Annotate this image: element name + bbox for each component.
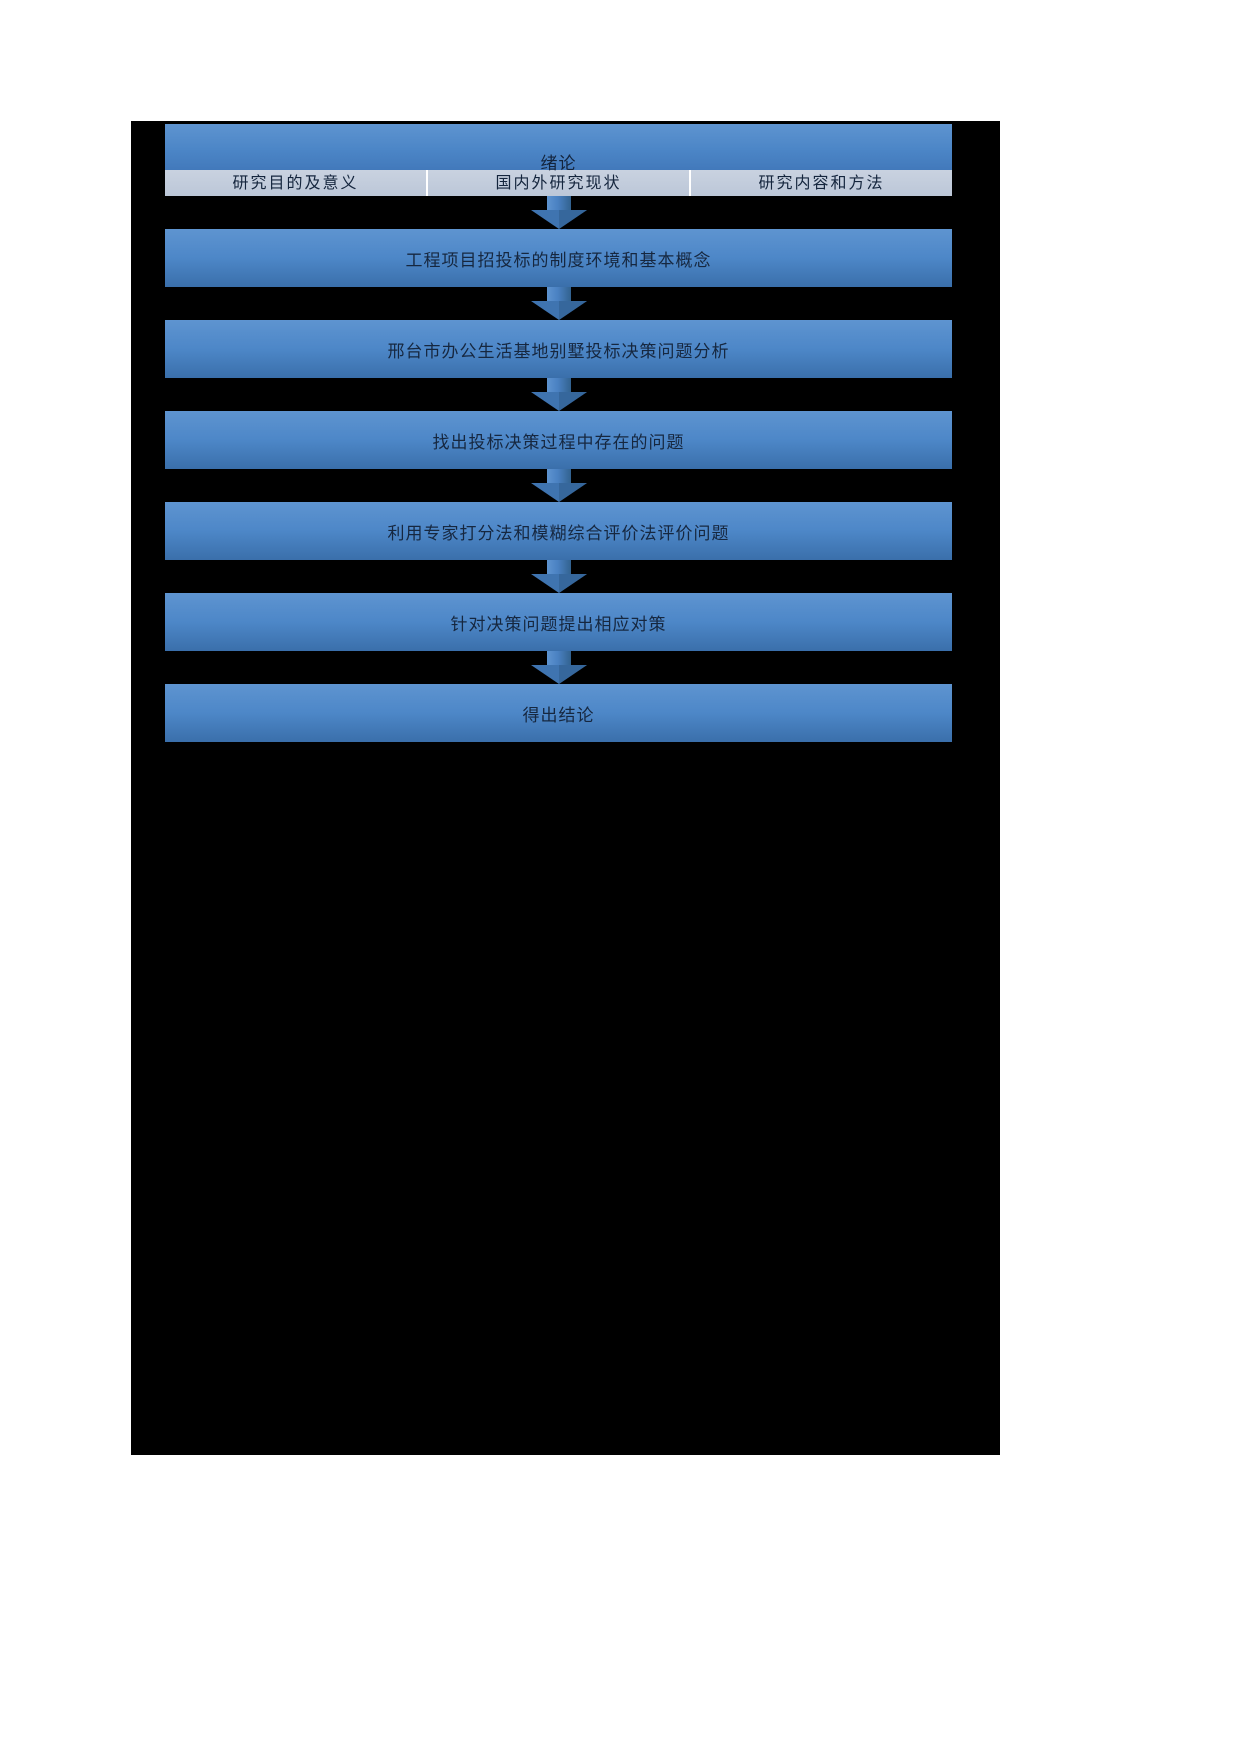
connector-arrow-2: [165, 287, 952, 320]
process-box-4[interactable]: 利用专家打分法和模糊综合评价法评价问题: [165, 502, 952, 560]
down-arrow-icon: [530, 196, 587, 229]
connector-arrow-6: [165, 651, 952, 684]
arrow-head-shade: [558, 574, 587, 593]
arrow-shaft: [546, 560, 571, 575]
arrow-shaft: [546, 651, 571, 666]
arrow-shaft: [546, 196, 571, 211]
down-arrow-icon: [530, 469, 587, 502]
down-arrow-icon: [530, 287, 587, 320]
subsection-cell-purpose[interactable]: 研究目的及意义: [165, 170, 428, 196]
process-box-4-label: 利用专家打分法和模糊综合评价法评价问题: [387, 523, 730, 543]
flowchart-header-title: 绪论: [540, 154, 577, 173]
flowchart-flow: 绪论 研究目的及意义 国内外研究现状 研究内容和方法 工程项目招投标的制度环境和…: [165, 124, 952, 742]
connector-arrow-3: [165, 378, 952, 411]
flowchart-header-bar[interactable]: 绪论: [165, 124, 952, 173]
process-box-5[interactable]: 针对决策问题提出相应对策: [165, 593, 952, 651]
arrow-head-shade: [558, 483, 587, 502]
process-box-6-label: 得出结论: [522, 705, 595, 725]
process-box-1[interactable]: 工程项目招投标的制度环境和基本概念: [165, 229, 952, 287]
flowchart-header-group: 绪论 研究目的及意义 国内外研究现状 研究内容和方法: [165, 124, 952, 196]
process-box-3[interactable]: 找出投标决策过程中存在的问题: [165, 411, 952, 469]
arrow-shaft: [546, 287, 571, 302]
arrow-shaft: [546, 469, 571, 484]
process-box-2-label: 邢台市办公生活基地别墅投标决策问题分析: [387, 341, 730, 361]
connector-arrow-4: [165, 469, 952, 502]
process-box-2[interactable]: 邢台市办公生活基地别墅投标决策问题分析: [165, 320, 952, 378]
flowchart-subsection-row: 研究目的及意义 国内外研究现状 研究内容和方法: [165, 170, 952, 196]
connector-arrow-1: [165, 196, 952, 229]
flowchart-canvas: 绪论 研究目的及意义 国内外研究现状 研究内容和方法 工程项目招投标的制度环境和…: [131, 121, 1000, 1455]
process-box-3-label: 找出投标决策过程中存在的问题: [432, 432, 685, 452]
down-arrow-icon: [530, 378, 587, 411]
arrow-head-shade: [558, 392, 587, 411]
down-arrow-icon: [530, 560, 587, 593]
down-arrow-icon: [530, 651, 587, 684]
arrow-shaft: [546, 378, 571, 393]
process-box-1-label: 工程项目招投标的制度环境和基本概念: [405, 250, 712, 270]
process-box-5-label: 针对决策问题提出相应对策: [450, 614, 667, 634]
process-box-6[interactable]: 得出结论: [165, 684, 952, 742]
subsection-cell-content-method[interactable]: 研究内容和方法: [691, 170, 952, 196]
arrow-head-shade: [558, 301, 587, 320]
arrow-head-shade: [558, 665, 587, 684]
connector-arrow-5: [165, 560, 952, 593]
subsection-cell-research-status[interactable]: 国内外研究现状: [428, 170, 691, 196]
arrow-head-shade: [558, 210, 587, 229]
